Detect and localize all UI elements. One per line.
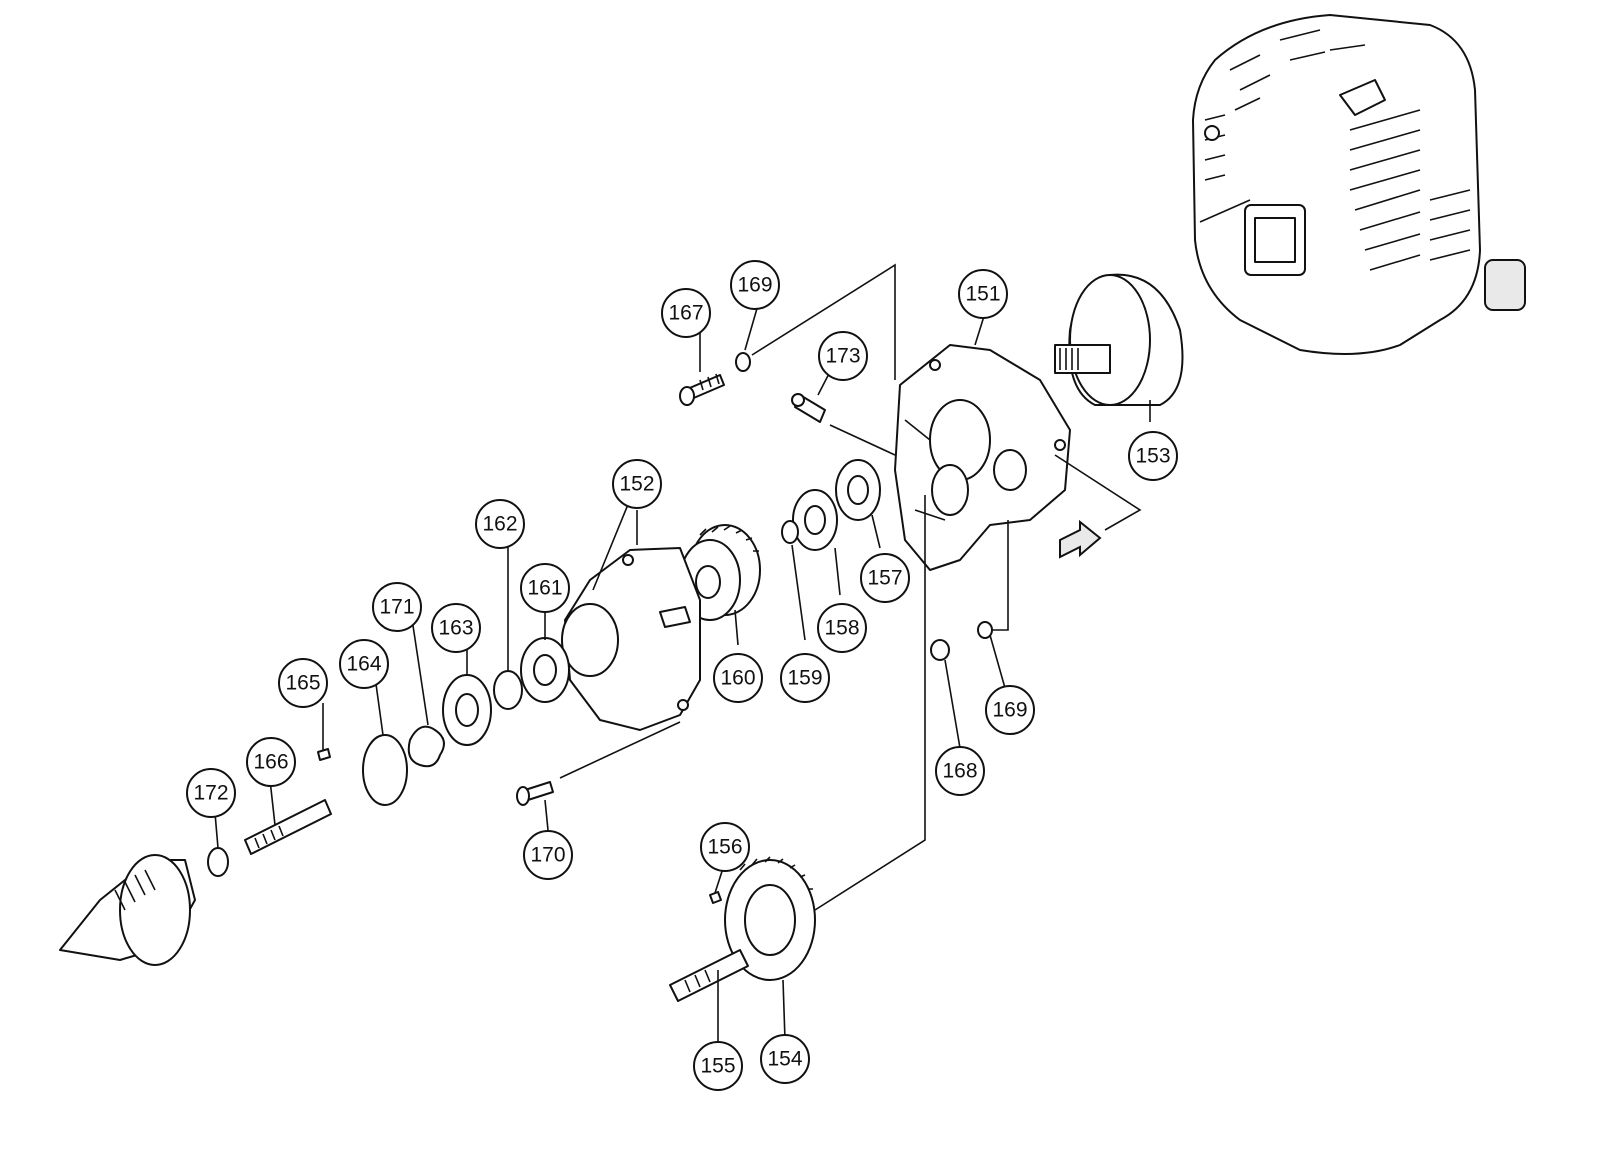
spacer-162 — [493, 670, 523, 710]
circlip-164 — [362, 734, 408, 806]
callout-label: 169 — [737, 274, 772, 297]
screw-170 — [516, 781, 554, 806]
gear-case-housing — [894, 344, 1071, 571]
callout-label: 167 — [668, 302, 703, 325]
callout-172: 172 — [186, 768, 236, 818]
grease-nipple — [791, 393, 826, 423]
callout-label: 166 — [253, 751, 288, 774]
callout-164: 164 — [339, 639, 389, 689]
callout-157: 157 — [860, 553, 910, 603]
callout-label: 170 — [530, 844, 565, 867]
callout-label: 161 — [527, 577, 562, 600]
callout-163: 163 — [431, 603, 481, 653]
key-165 — [317, 748, 331, 761]
bearing-163 — [442, 674, 492, 746]
callout-162: 162 — [475, 499, 525, 549]
callout-label: 159 — [787, 667, 822, 690]
callout-158: 158 — [817, 603, 867, 653]
bearing-158 — [792, 489, 838, 551]
shaft-166 — [244, 799, 332, 855]
callout-152: 152 — [612, 459, 662, 509]
key-156 — [709, 891, 722, 904]
callout-160: 160 — [713, 653, 763, 703]
callout-153: 153 — [1128, 431, 1178, 481]
engine-assembly — [1192, 14, 1526, 355]
callout-label: 156 — [707, 836, 742, 859]
callout-171: 171 — [372, 582, 422, 632]
nut-168 — [930, 639, 950, 661]
gear-154 — [724, 856, 816, 981]
snap-ring-159 — [781, 520, 799, 544]
callout-label: 155 — [700, 1055, 735, 1078]
bearing-161 — [520, 637, 570, 703]
screw-167 — [679, 373, 725, 406]
callout-label: 163 — [438, 617, 473, 640]
callout-151: 151 — [958, 269, 1008, 319]
callout-169-lower: 169 — [985, 685, 1035, 735]
callout-label: 169 — [992, 699, 1027, 722]
direction-arrow-icon — [1059, 519, 1102, 559]
snap-ring-171 — [407, 725, 445, 768]
clutch-drum — [1054, 273, 1184, 406]
callout-label: 160 — [720, 667, 755, 690]
callout-168: 168 — [935, 746, 985, 796]
callout-label: 171 — [379, 596, 414, 619]
gear-case-cover — [561, 547, 701, 731]
callout-156: 156 — [700, 822, 750, 872]
callout-label: 151 — [965, 283, 1000, 306]
callout-166: 166 — [246, 737, 296, 787]
callout-169-top: 169 — [730, 260, 780, 310]
callout-label: 162 — [482, 513, 517, 536]
drill-chuck — [59, 854, 196, 966]
callout-label: 172 — [193, 782, 228, 805]
bearing-157 — [835, 459, 881, 521]
callout-label: 164 — [346, 653, 381, 676]
callout-label: 168 — [942, 760, 977, 783]
callout-label: 173 — [825, 345, 860, 368]
callout-170: 170 — [523, 830, 573, 880]
callout-label: 153 — [1135, 445, 1170, 468]
washer-169-top — [735, 352, 751, 372]
callout-label: 152 — [619, 473, 654, 496]
callout-label: 158 — [824, 617, 859, 640]
pinion-shaft-155 — [669, 949, 749, 1002]
callout-label: 157 — [867, 567, 902, 590]
callout-159: 159 — [780, 653, 830, 703]
callout-label: 165 — [285, 672, 320, 695]
callout-167: 167 — [661, 288, 711, 338]
callout-173: 173 — [818, 331, 868, 381]
gear-160 — [679, 524, 761, 621]
callout-label: 154 — [767, 1048, 802, 1071]
callout-165: 165 — [278, 658, 328, 708]
callout-155: 155 — [693, 1041, 743, 1091]
callout-154: 154 — [760, 1034, 810, 1084]
nut-172 — [207, 847, 229, 877]
callout-161: 161 — [520, 563, 570, 613]
